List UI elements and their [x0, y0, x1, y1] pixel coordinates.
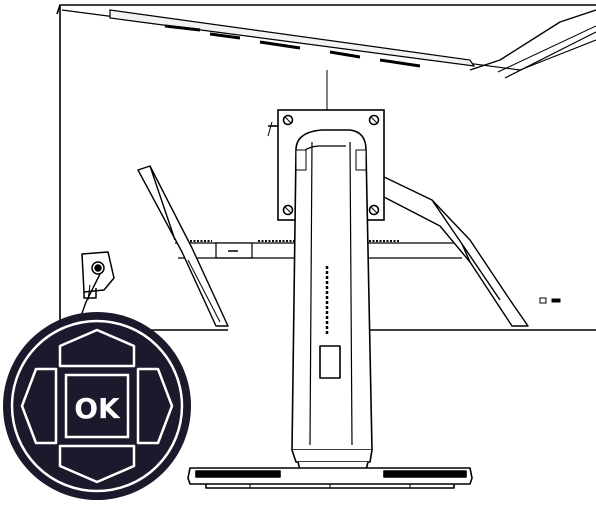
joystick-module — [81, 251, 115, 301]
io-ledge — [175, 240, 462, 259]
stand — [291, 129, 373, 471]
ok-button-label: OK — [74, 392, 121, 425]
stand-base — [187, 467, 473, 489]
arrow-up-icon[interactable] — [58, 328, 136, 368]
left-fin — [137, 165, 229, 327]
arrow-left-icon[interactable] — [20, 367, 58, 445]
right-fin — [381, 175, 529, 327]
joystick-callout: OK — [3, 312, 191, 500]
arrow-down-icon[interactable] — [58, 444, 136, 484]
ok-button[interactable]: OK — [64, 373, 130, 439]
arrow-right-icon[interactable] — [136, 367, 174, 445]
top-vent-strip — [109, 9, 476, 68]
side-ports — [539, 297, 561, 304]
